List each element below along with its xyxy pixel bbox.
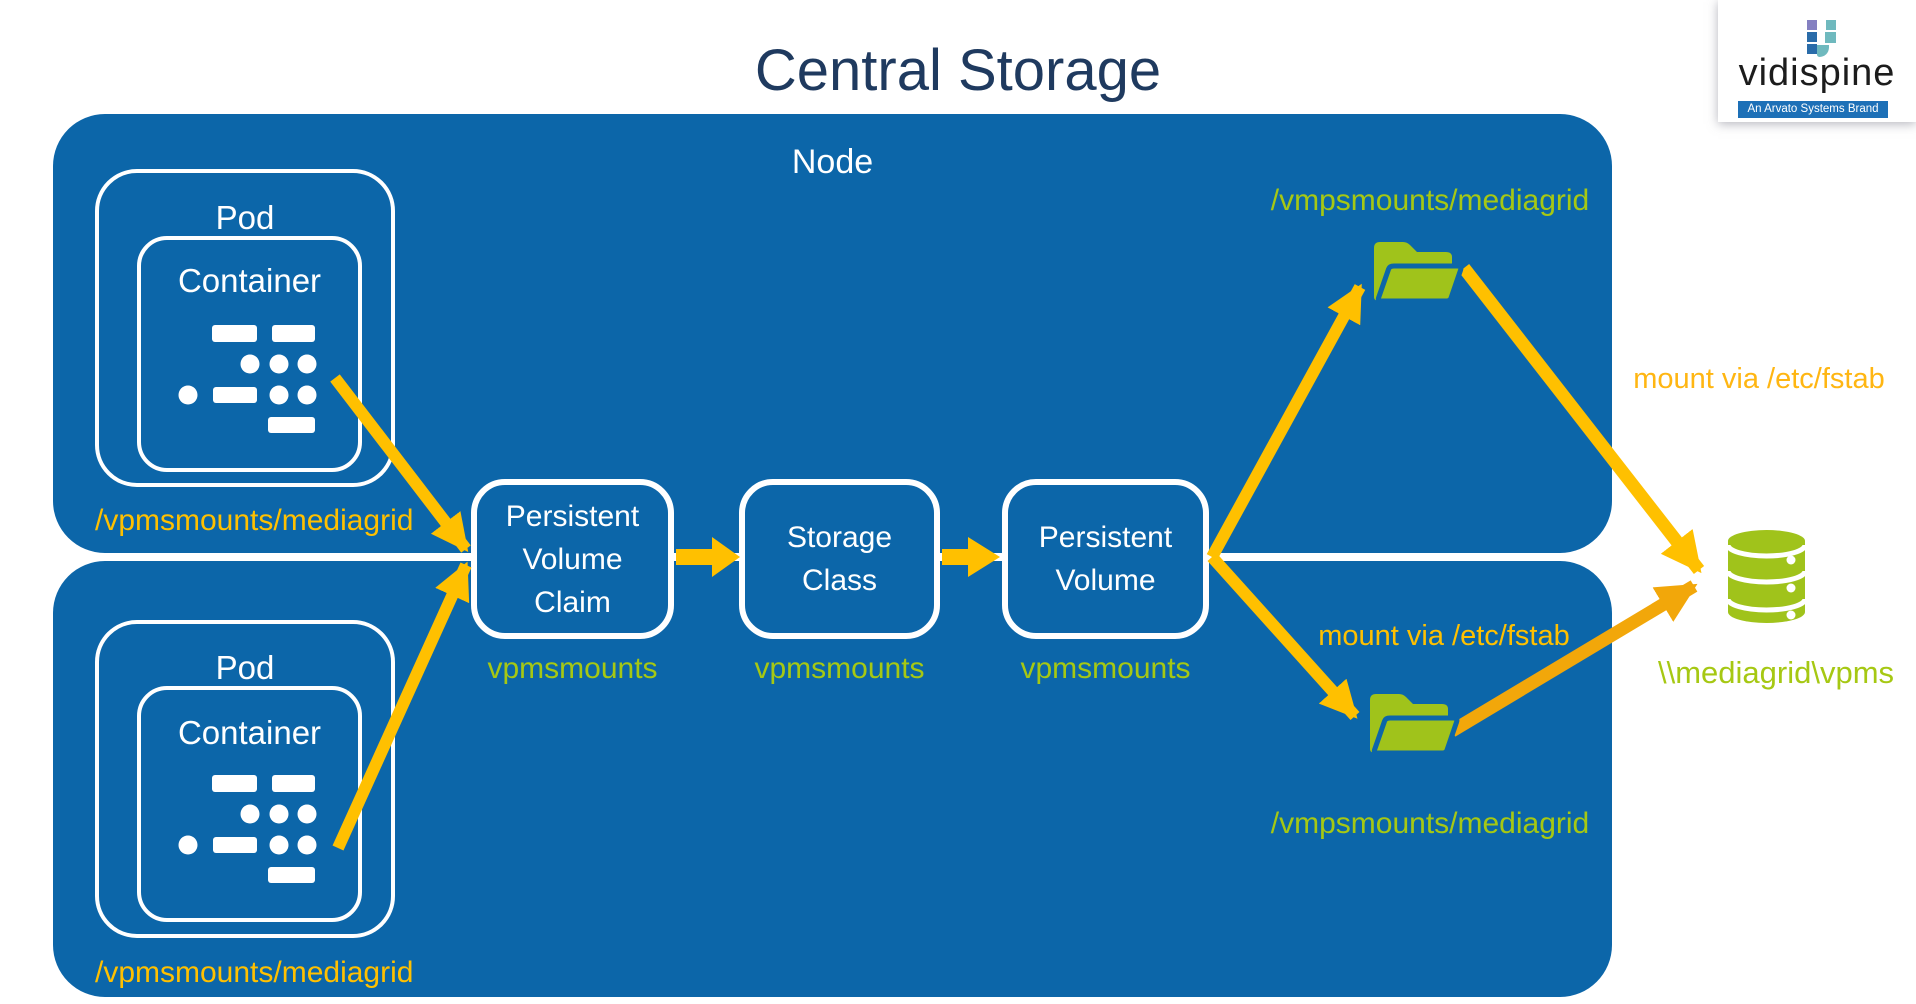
logo-mark-square bbox=[1807, 20, 1817, 30]
container-icon-top bbox=[178, 325, 317, 433]
container-box-top bbox=[137, 236, 362, 472]
node-label: Node bbox=[791, 143, 874, 181]
pod-path-label-bottom: /vpmsmounts/mediagrid bbox=[95, 956, 414, 989]
pvc-sub-label: vpmsmounts bbox=[487, 652, 658, 685]
arrow-top-folder-to-database bbox=[1458, 264, 1705, 574]
pvc-line: Claim bbox=[534, 585, 611, 619]
arrow-pvc-to-storage-class bbox=[676, 537, 740, 577]
sc-line: Storage bbox=[786, 521, 893, 554]
folder-icon-bottom bbox=[1370, 694, 1460, 756]
pod-box-bottom bbox=[95, 620, 395, 938]
pv-line: Persistent bbox=[1038, 521, 1173, 554]
page-title: Central Storage bbox=[754, 38, 1162, 103]
container-icon-bottom bbox=[178, 775, 317, 883]
share-path-label: \\mediagrid\vpms bbox=[1657, 655, 1895, 690]
pv-sub-label: vpmsmounts bbox=[1020, 652, 1191, 685]
sc-line: Class bbox=[801, 564, 877, 597]
arrow-storage-class-to-pv bbox=[942, 537, 1000, 577]
pod-label-top: Pod bbox=[215, 199, 275, 236]
container-label-bottom: Container bbox=[177, 714, 322, 751]
pvc-line: Volume bbox=[522, 542, 623, 576]
persistent-volume-claim-box: Persistent Volume Claim bbox=[471, 479, 674, 639]
logo-mark-square bbox=[1807, 32, 1817, 42]
storage-class-sub-label: vpmsmounts bbox=[754, 652, 925, 685]
pvc-line: Persistent bbox=[505, 499, 640, 533]
pod-label-bottom: Pod bbox=[215, 649, 275, 686]
folder-path-label-bottom: /vmpsmounts/mediagrid bbox=[1270, 807, 1590, 840]
logo-banner: An Arvato Systems Brand bbox=[1738, 101, 1888, 118]
logo-mark-curve bbox=[1817, 45, 1829, 57]
folder-icon-top bbox=[1374, 242, 1464, 304]
pod-box-top bbox=[95, 169, 395, 487]
mount-note-top: mount via /etc/fstab bbox=[1633, 363, 1885, 395]
vidispine-wordmark: vidispine bbox=[1738, 52, 1896, 94]
arrow-bottom-folder-to-database bbox=[1448, 580, 1698, 737]
pod-path-label-top: /vpmsmounts/mediagrid bbox=[95, 504, 414, 537]
persistent-volume-box: Persistent Volume bbox=[1002, 479, 1209, 639]
logo-mark-square bbox=[1826, 20, 1836, 30]
arrow-top-container-to-pvc bbox=[330, 374, 471, 553]
logo-mark-square bbox=[1825, 32, 1836, 43]
arrow-pv-to-top-folder bbox=[1206, 283, 1366, 560]
database-icon bbox=[1725, 530, 1808, 623]
arrow-pv-to-bottom-folder bbox=[1207, 552, 1360, 721]
logo-mark-square bbox=[1807, 44, 1817, 54]
mount-note-bottom: mount via /etc/fstab bbox=[1318, 620, 1570, 652]
storage-class-box: Storage Class bbox=[739, 479, 940, 639]
container-label-top: Container bbox=[177, 262, 322, 299]
folder-path-label-top: /vmpsmounts/mediagrid bbox=[1270, 184, 1590, 217]
arrow-bottom-container-to-pvc bbox=[332, 561, 472, 851]
pv-line: Volume bbox=[1055, 564, 1156, 597]
